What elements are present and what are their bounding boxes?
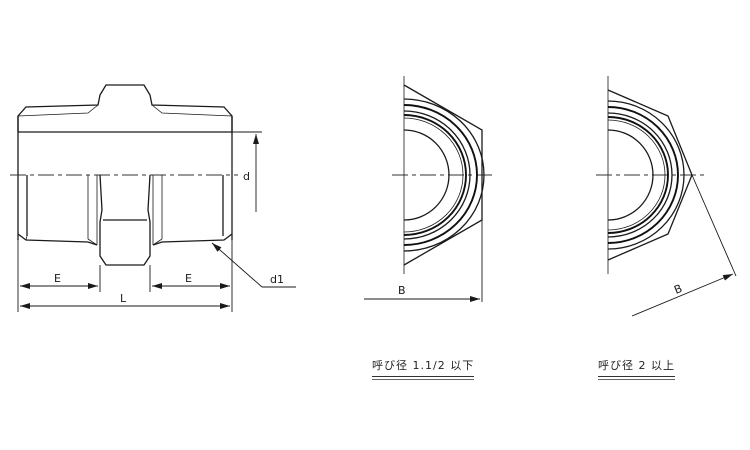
- label-E-right: E: [185, 272, 192, 285]
- thread-chamfer-top-right: [151, 104, 233, 117]
- dimension-d1: d1: [211, 242, 296, 288]
- label-d1: d1: [270, 273, 284, 286]
- label-B-large: B: [672, 282, 684, 297]
- dimension-B-large: B: [631, 174, 737, 317]
- caption-small-size: 呼び径 1.1/2 以下: [372, 357, 475, 380]
- end-view-small: [392, 76, 494, 274]
- dimension-B-small: B: [364, 220, 483, 302]
- label-E-left: E: [54, 272, 61, 285]
- top-outline: [17, 84, 233, 132]
- thread-chamfer-top-left: [17, 104, 99, 117]
- end-view-large: [596, 76, 705, 274]
- dimension-E-L: E E L: [17, 240, 233, 312]
- side-view-hex-nipple: [10, 84, 238, 266]
- caption-large-size: 呼び径 2 以上: [598, 357, 675, 380]
- label-L: L: [120, 292, 127, 305]
- label-B-small: B: [398, 284, 406, 297]
- caption-small-text: 呼び径 1.1/2 以下: [372, 359, 475, 372]
- label-d: d: [243, 170, 250, 183]
- dimension-d: d: [232, 131, 262, 212]
- caption-large-text: 呼び径 2 以上: [598, 359, 675, 372]
